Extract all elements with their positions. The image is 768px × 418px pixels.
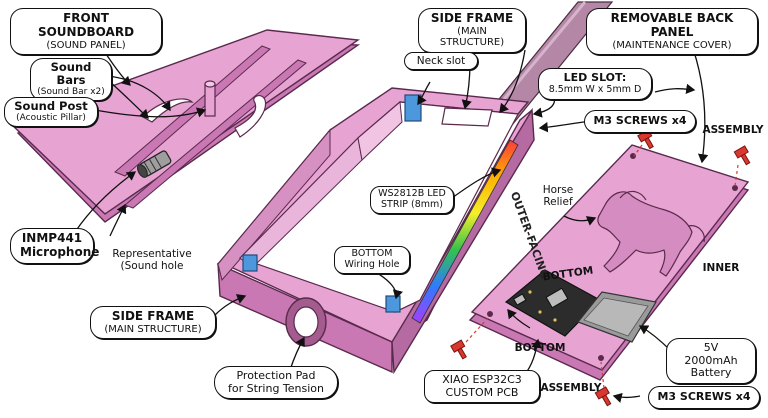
corner-block <box>242 254 258 272</box>
led-strip <box>411 139 519 324</box>
sound-post <box>204 80 216 117</box>
horse-relief-icon <box>597 190 705 277</box>
screw-icon <box>450 129 751 407</box>
horse-relief-label: Horse Relief <box>542 184 574 209</box>
battery-label: 5V 2000mAh Battery <box>666 338 756 384</box>
side-frame-top-label: SIDE FRAME (MAIN STRUCTURE) <box>418 8 526 53</box>
microphone-label: INMP441 Microphone <box>10 228 99 264</box>
protection-pad-label: Protection Pad for String Tension <box>214 366 338 400</box>
battery-icon <box>577 291 657 343</box>
bottom-wiring-hole-label: BOTTOM Wiring Hole <box>334 246 410 274</box>
corner-block <box>404 94 422 122</box>
led-strip-label: WS2812B LED STRIP (8mm) <box>370 186 454 214</box>
led-slot-label: LED SLOT: 8.5mm W x 5mm D <box>538 68 652 100</box>
front-soundboard-label: FRONT SOUNDBOARD (SOUND PANEL) <box>10 8 162 56</box>
corner-block <box>385 295 401 313</box>
assembly-top-label: ASSEMBLY <box>702 124 764 136</box>
sound-post-label: Sound Post (Acoustic Pillar) <box>4 97 98 127</box>
bottom-below-label: BOTTOM <box>514 342 566 354</box>
sound-hole-label: Representative (Sound hole <box>112 248 192 273</box>
side-frame-bottom-label: SIDE FRAME (MAIN STRUCTURE) <box>90 306 216 340</box>
m3-screws-bottom-label: M3 SCREWS x4 <box>648 386 760 409</box>
sound-bars-label: Sound Bars (Sound Bar x2) <box>30 58 112 101</box>
m3-screws-top-label: M3 SCREWS x4 <box>584 110 696 133</box>
microphone-icon <box>136 150 172 178</box>
pcb-label: XIAO ESP32C3 CUSTOM PCB <box>424 370 540 404</box>
inner-label: INNER <box>702 262 740 274</box>
neck-slot-label: Neck slot <box>404 52 478 71</box>
side-frame <box>216 87 535 375</box>
removable-back-panel <box>468 144 750 381</box>
protection-pad <box>285 297 327 347</box>
assembly-bottom-label: ASSEMBLY <box>540 382 602 394</box>
removable-back-panel-label: REMOVABLE BACK PANEL (MAINTENANCE COVER) <box>586 8 758 56</box>
